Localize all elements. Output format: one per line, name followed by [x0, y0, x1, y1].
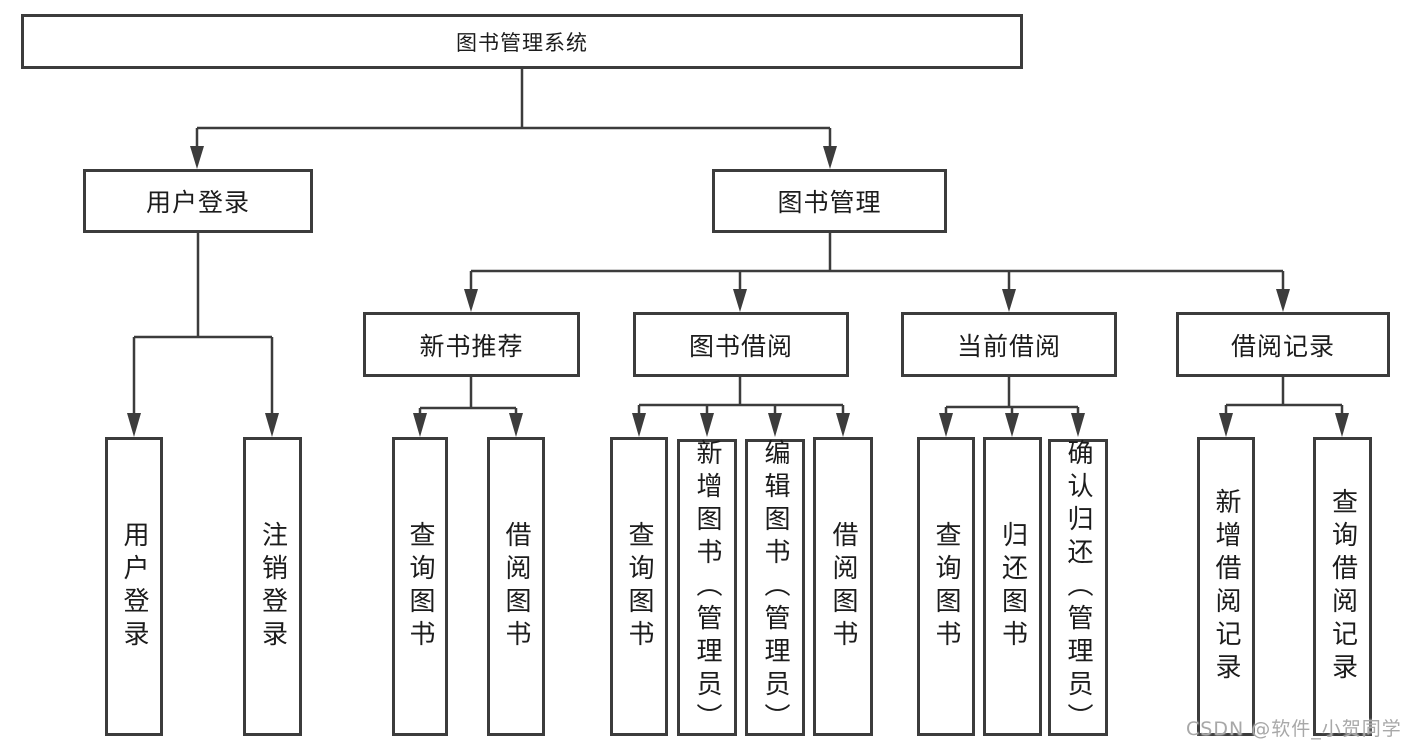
node-label: 借阅图书 [501, 520, 531, 653]
leaf-add-books-admin: 新增图书（管理员） [677, 439, 737, 736]
leaf-current-query-books: 查询图书 [917, 437, 975, 736]
node-label: 新增图书（管理员） [692, 439, 722, 736]
node-label: 新增借阅记录 [1211, 487, 1241, 686]
node-label: 查询借阅记录 [1327, 487, 1358, 686]
node-label: 查询图书 [624, 520, 654, 653]
node-library-management-system: 图书管理系统 [21, 14, 1023, 69]
node-label: 确认归还（管理员） [1063, 439, 1093, 736]
node-label: 当前借阅 [956, 331, 1061, 361]
leaf-confirm-return-admin: 确认归还（管理员） [1048, 439, 1108, 736]
connector-book-borrow-to-leaves [637, 377, 845, 415]
leaf-edit-books-admin: 编辑图书（管理员） [745, 439, 805, 736]
node-label: 新书推荐 [419, 331, 524, 361]
node-label: 编辑图书（管理员） [760, 439, 790, 736]
node-label: 用户登录 [145, 188, 250, 217]
node-new-book-recommend: 新书推荐 [363, 312, 580, 377]
node-borrowing-records: 借阅记录 [1176, 312, 1390, 377]
node-label: 用户登录 [119, 520, 149, 653]
node-book-management: 图书管理 [712, 169, 947, 233]
connector-borrow-records-to-leaves [1224, 377, 1344, 415]
leaf-query-borrow-record: 查询借阅记录 [1313, 437, 1372, 736]
connector-root-to-level2 [195, 69, 832, 148]
leaf-return-books: 归还图书 [983, 437, 1042, 736]
arrowheads [127, 146, 1349, 437]
leaf-add-borrow-record: 新增借阅记录 [1197, 437, 1255, 736]
connector-user-login-to-leaves [132, 233, 274, 414]
leaf-user-login: 用户登录 [105, 437, 163, 736]
node-label: 借阅图书 [828, 520, 858, 653]
leaf-borrow-query-books: 查询图书 [610, 437, 668, 736]
node-label: 注销登录 [257, 520, 288, 653]
node-user-login-group: 用户登录 [83, 169, 313, 233]
node-current-borrowing: 当前借阅 [901, 312, 1117, 377]
connector-book-management-to-level3 [469, 233, 1285, 290]
leaf-borrow-books: 借阅图书 [813, 437, 873, 736]
node-label: 借阅记录 [1230, 331, 1335, 361]
node-book-borrowing: 图书借阅 [633, 312, 849, 377]
leaf-logout: 注销登录 [243, 437, 302, 736]
connector-new-book-to-leaves [418, 377, 518, 415]
leaf-newrec-borrow-books: 借阅图书 [487, 437, 545, 736]
leaf-newrec-query-books: 查询图书 [392, 437, 448, 736]
node-label: 图书管理系统 [456, 30, 588, 55]
node-label: 图书借阅 [688, 331, 793, 361]
node-label: 归还图书 [997, 520, 1028, 653]
connector-current-borrow-to-leaves [944, 377, 1080, 415]
node-label: 查询图书 [931, 520, 961, 653]
csdn-watermark: CSDN @软件_小贺同学 [1186, 718, 1402, 740]
node-label: 图书管理 [777, 188, 882, 217]
node-label: 查询图书 [405, 520, 435, 653]
